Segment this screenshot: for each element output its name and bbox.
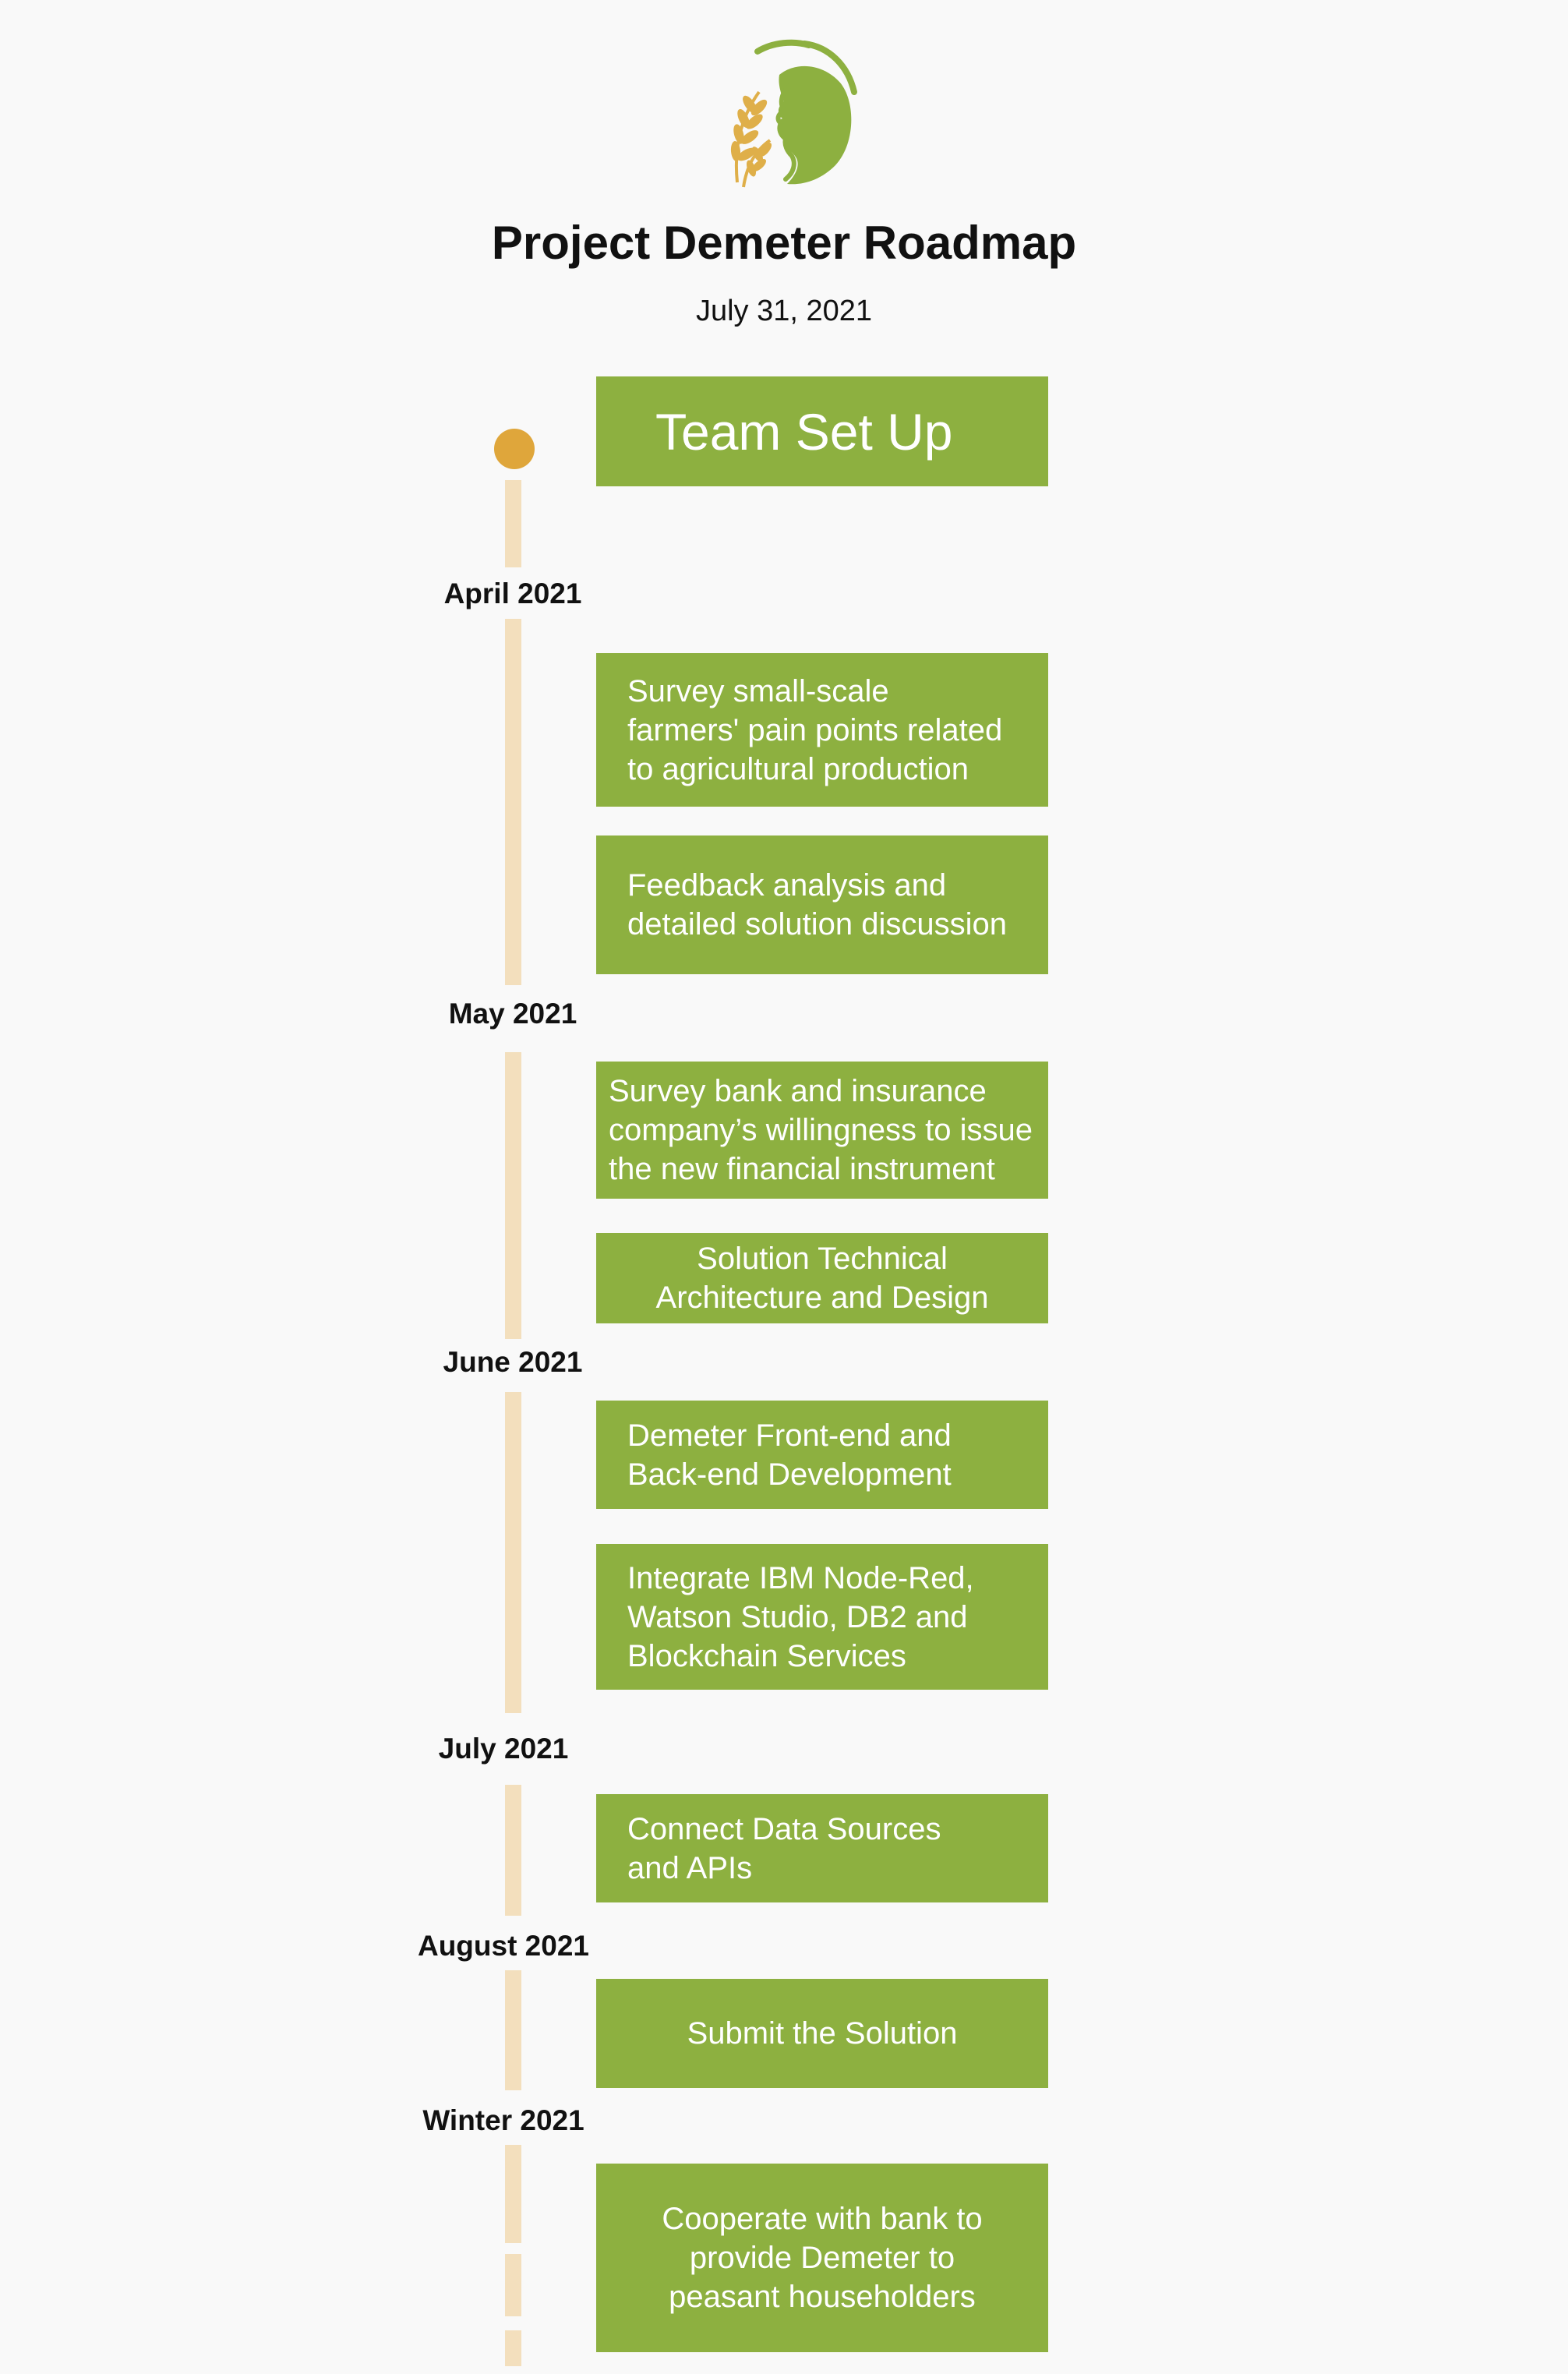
- timeline-start-dot: [494, 429, 535, 469]
- task-line: Integrate IBM Node-Red,: [627, 1560, 974, 1595]
- timeline-segment: [505, 1970, 521, 2090]
- task-card: Connect Data Sources and APIs: [596, 1794, 1048, 1902]
- month-label-april-2021: April 2021: [443, 578, 582, 609]
- task-card: Cooperate with bank to provide Demeter t…: [596, 2164, 1048, 2352]
- task-line: Watson Studio, DB2 and: [627, 1599, 968, 1634]
- task-card: Demeter Front-end and Back-end Developme…: [596, 1401, 1048, 1509]
- task-line: Cooperate with bank to: [662, 2202, 983, 2236]
- task-line: Survey small-scale: [627, 673, 889, 708]
- task-card: Integrate IBM Node-Red, Watson Studio, D…: [596, 1544, 1048, 1690]
- month-label-june-2021: June 2021: [443, 1346, 583, 1378]
- task-card: Submit the Solution: [596, 1979, 1048, 2088]
- task-line: company’s willingness to issue: [609, 1113, 1033, 1147]
- roadmap-date: July 31, 2021: [695, 295, 873, 327]
- timeline-segment: [505, 1052, 521, 1339]
- card-text: Team Set Up: [655, 402, 953, 461]
- task-line: peasant householders: [669, 2280, 976, 2314]
- task-line: and APIs: [627, 1850, 753, 1885]
- task-line: Connect Data Sources: [627, 1811, 941, 1846]
- month-label-august-2021: August 2021: [417, 1930, 589, 1962]
- task-line: Demeter Front-end and: [627, 1418, 952, 1453]
- task-line: Blockchain Services: [627, 1638, 906, 1673]
- task-card: Solution Technical Architecture and Desi…: [596, 1233, 1048, 1323]
- task-line: Feedback analysis and: [627, 868, 947, 903]
- task-line: the new financial instrument: [609, 1152, 995, 1186]
- timeline-segment: [505, 480, 521, 567]
- card-team-set-up: Team Set Up: [596, 376, 1048, 486]
- timeline-segment: [505, 2254, 521, 2316]
- task-line: Submit the Solution: [687, 2016, 958, 2051]
- month-label-july-2021: July 2021: [438, 1733, 569, 1765]
- task-card: Survey bank and insurance company’s will…: [596, 1062, 1048, 1199]
- task-line: farmers' pain points related: [627, 712, 1003, 747]
- task-line: Survey bank and insurance: [609, 1074, 987, 1108]
- wheat-face-logo-icon: [730, 39, 857, 188]
- task-card: Survey small-scale farmers' pain points …: [596, 653, 1048, 807]
- task-line: to agricultural production: [627, 751, 969, 786]
- task-line: Solution Technical: [697, 1242, 948, 1276]
- timeline-segment: [505, 2145, 521, 2243]
- page-title: Project Demeter Roadmap: [491, 217, 1077, 269]
- month-label-may-2021: May 2021: [448, 998, 577, 1030]
- task-line: provide Demeter to: [689, 2241, 955, 2275]
- timeline-segment: [505, 619, 521, 985]
- task-line: Back-end Development: [627, 1457, 952, 1492]
- timeline-segment: [505, 1785, 521, 1916]
- timeline-segment: [505, 2330, 521, 2366]
- task-line: detailed solution discussion: [627, 907, 1007, 941]
- month-label-winter-2021: Winter 2021: [422, 2104, 584, 2136]
- task-line: Architecture and Design: [655, 1281, 989, 1315]
- timeline-segment: [505, 1392, 521, 1713]
- task-card: Feedback analysis and detailed solution …: [596, 835, 1048, 974]
